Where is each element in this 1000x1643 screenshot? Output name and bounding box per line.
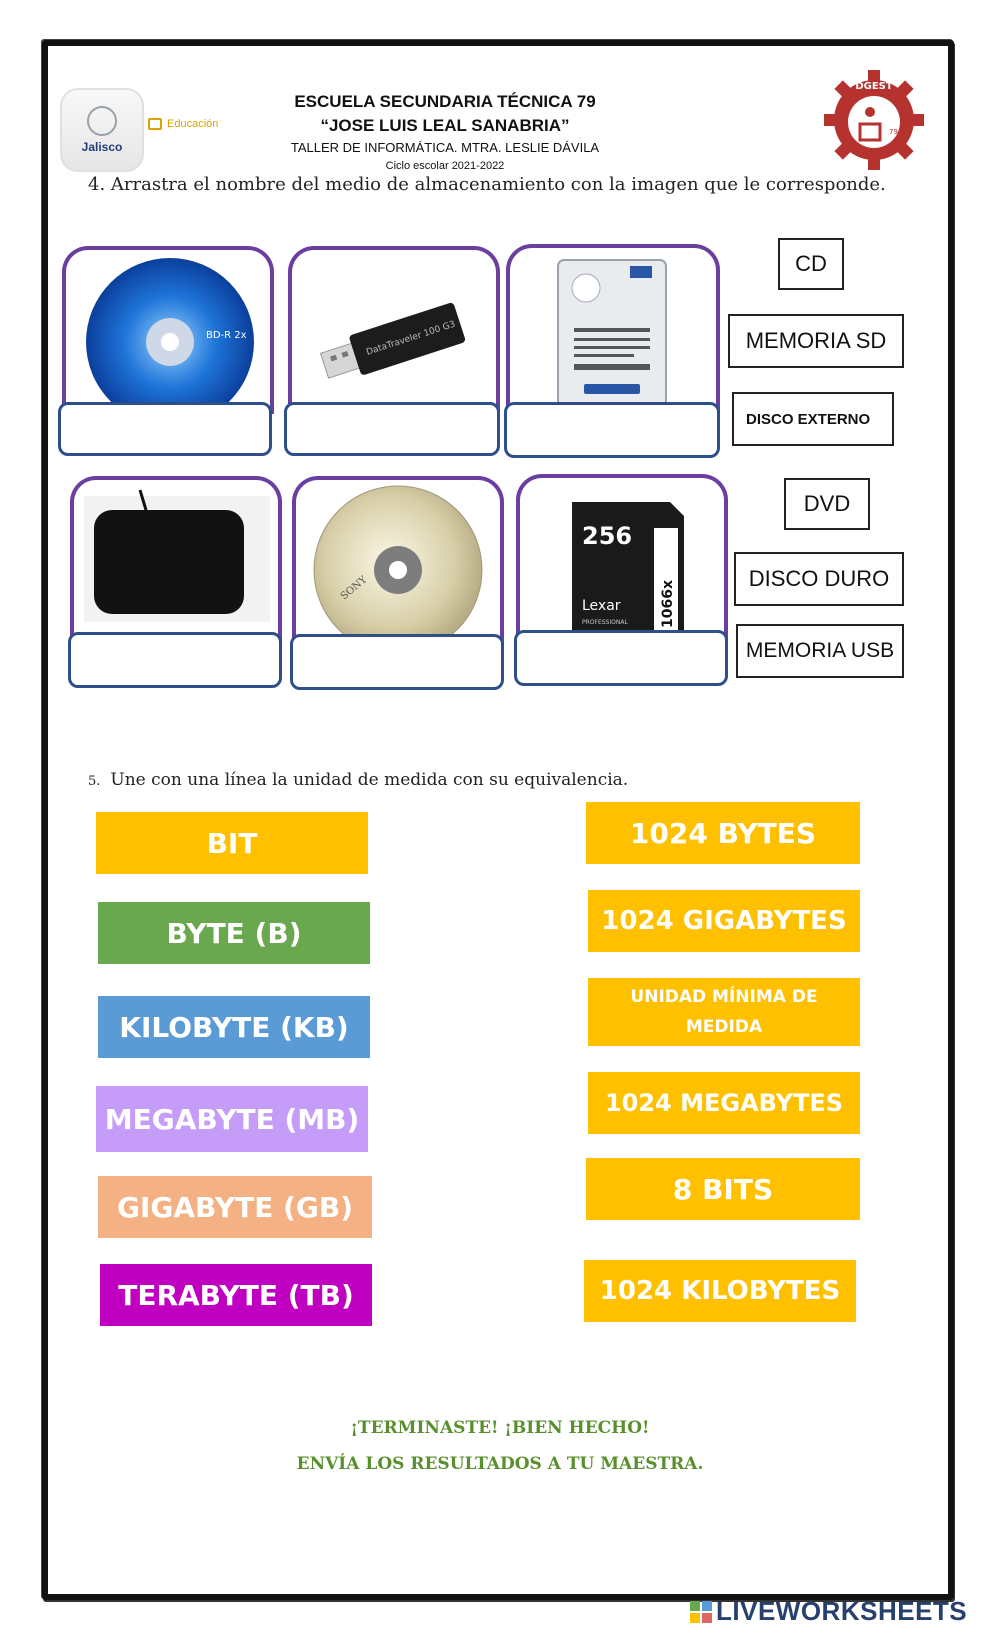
drop-zone-6[interactable]	[514, 630, 728, 686]
seal-number: 79	[889, 128, 898, 136]
question-5-text: Une con una línea la unidad de medida co…	[110, 770, 629, 790]
sd-subtitle-text: PROFESSIONAL	[582, 619, 628, 626]
seal-text: DGEST	[855, 81, 893, 92]
label-dvd[interactable]: DVD	[784, 478, 870, 530]
school-title: ESCUELA SECUNDARIA TÉCNICA 79	[294, 92, 596, 111]
sd-card-image: 256 Lexar PROFESSIONAL 1066x	[572, 502, 684, 636]
drop-zone-1[interactable]	[58, 402, 272, 456]
label-memoria-sd[interactable]: MEMORIA SD	[728, 314, 904, 368]
bluray-image-card: BD-R 2x	[62, 246, 274, 414]
unit-kilobyte[interactable]: KILOBYTE (KB)	[98, 996, 370, 1058]
drop-zone-2[interactable]	[284, 402, 500, 456]
unit-byte[interactable]: BYTE (B)	[98, 902, 370, 964]
dgest-seal-logo: DGEST 79	[824, 70, 924, 170]
liveworksheets-logo-icon	[690, 1600, 712, 1623]
equiv-unidad-minima[interactable]: UNIDAD MÍNIMA DE MEDIDA	[588, 978, 860, 1046]
jalisco-logo-text: Jalisco	[81, 140, 123, 154]
hdd-image-card	[506, 244, 720, 414]
question-4-prompt: 4. Arrastra el nombre del medio de almac…	[88, 174, 886, 195]
liveworksheets-brand: LIVEWORKSHEETS	[690, 1596, 967, 1627]
drop-zone-5[interactable]	[290, 634, 504, 690]
hard-drive-image	[557, 259, 667, 411]
bluray-label-text: BD-R 2x	[206, 330, 247, 341]
dvd-image-card: SONY	[292, 476, 504, 644]
bluray-disc-image: BD-R 2x	[86, 258, 254, 414]
drop-zone-4[interactable]	[68, 632, 282, 688]
drop-zone-3[interactable]	[504, 402, 720, 458]
workshop-line: TALLER DE INFORMÁTICA. MTRA. LESLIE DÁVI…	[290, 140, 600, 155]
crest-icon	[87, 106, 117, 136]
equiv-1024-kilobytes[interactable]: 1024 KILOBYTES	[584, 1260, 856, 1322]
equiv-1024-bytes[interactable]: 1024 BYTES	[586, 802, 860, 864]
dvd-disc-image: SONY	[313, 485, 483, 644]
worksheet-frame	[42, 40, 954, 1600]
external-disk-image	[84, 489, 270, 622]
sd-speed-text: 1066x	[660, 580, 676, 628]
label-cd[interactable]: CD	[778, 238, 844, 290]
book-icon	[148, 118, 162, 130]
unit-bit[interactable]: BIT	[96, 812, 368, 874]
label-memoria-usb[interactable]: MEMORIA USB	[736, 624, 904, 678]
sd-card-image-card: 256 Lexar PROFESSIONAL 1066x	[516, 474, 728, 644]
unit-terabyte[interactable]: TERABYTE (TB)	[100, 1264, 372, 1326]
equiv-1024-megabytes[interactable]: 1024 MEGABYTES	[588, 1072, 860, 1134]
equiv-1024-gigabytes[interactable]: 1024 GIGABYTES	[588, 890, 860, 952]
label-disco-externo[interactable]: DISCO EXTERNO	[732, 392, 894, 446]
unit-megabyte[interactable]: MEGABYTE (MB)	[96, 1086, 368, 1152]
education-logo: Educación	[148, 118, 218, 130]
jalisco-logo: Jalisco	[60, 88, 144, 172]
label-disco-duro[interactable]: DISCO DURO	[734, 552, 904, 606]
education-logo-text: Educación	[167, 118, 219, 130]
completion-message: ¡TERMINASTE! ¡BIEN HECHO!	[350, 1418, 650, 1438]
sd-brand-text: Lexar	[582, 598, 621, 614]
usb-image-card: DataTraveler 100 G3	[288, 246, 500, 414]
question-5-number: 5.	[88, 774, 101, 789]
send-results-message: ENVÍA LOS RESULTADOS A TU MAESTRA.	[296, 1454, 704, 1474]
sd-capacity-text: 256	[582, 522, 632, 550]
school-cycle: Ciclo escolar 2021-2022	[385, 160, 505, 172]
equiv-8-bits[interactable]: 8 BITS	[586, 1158, 860, 1220]
liveworksheets-text: LIVEWORKSHEETS	[716, 1596, 968, 1626]
external-disk-image-card	[70, 476, 282, 644]
usb-drive-image: DataTraveler 100 G3	[319, 302, 466, 379]
question-5-prompt: 5. Une con una línea la unidad de medida …	[88, 770, 628, 790]
unit-gigabyte[interactable]: GIGABYTE (GB)	[98, 1176, 372, 1238]
school-name: “JOSE LUIS LEAL SANABRIA”	[320, 116, 570, 135]
